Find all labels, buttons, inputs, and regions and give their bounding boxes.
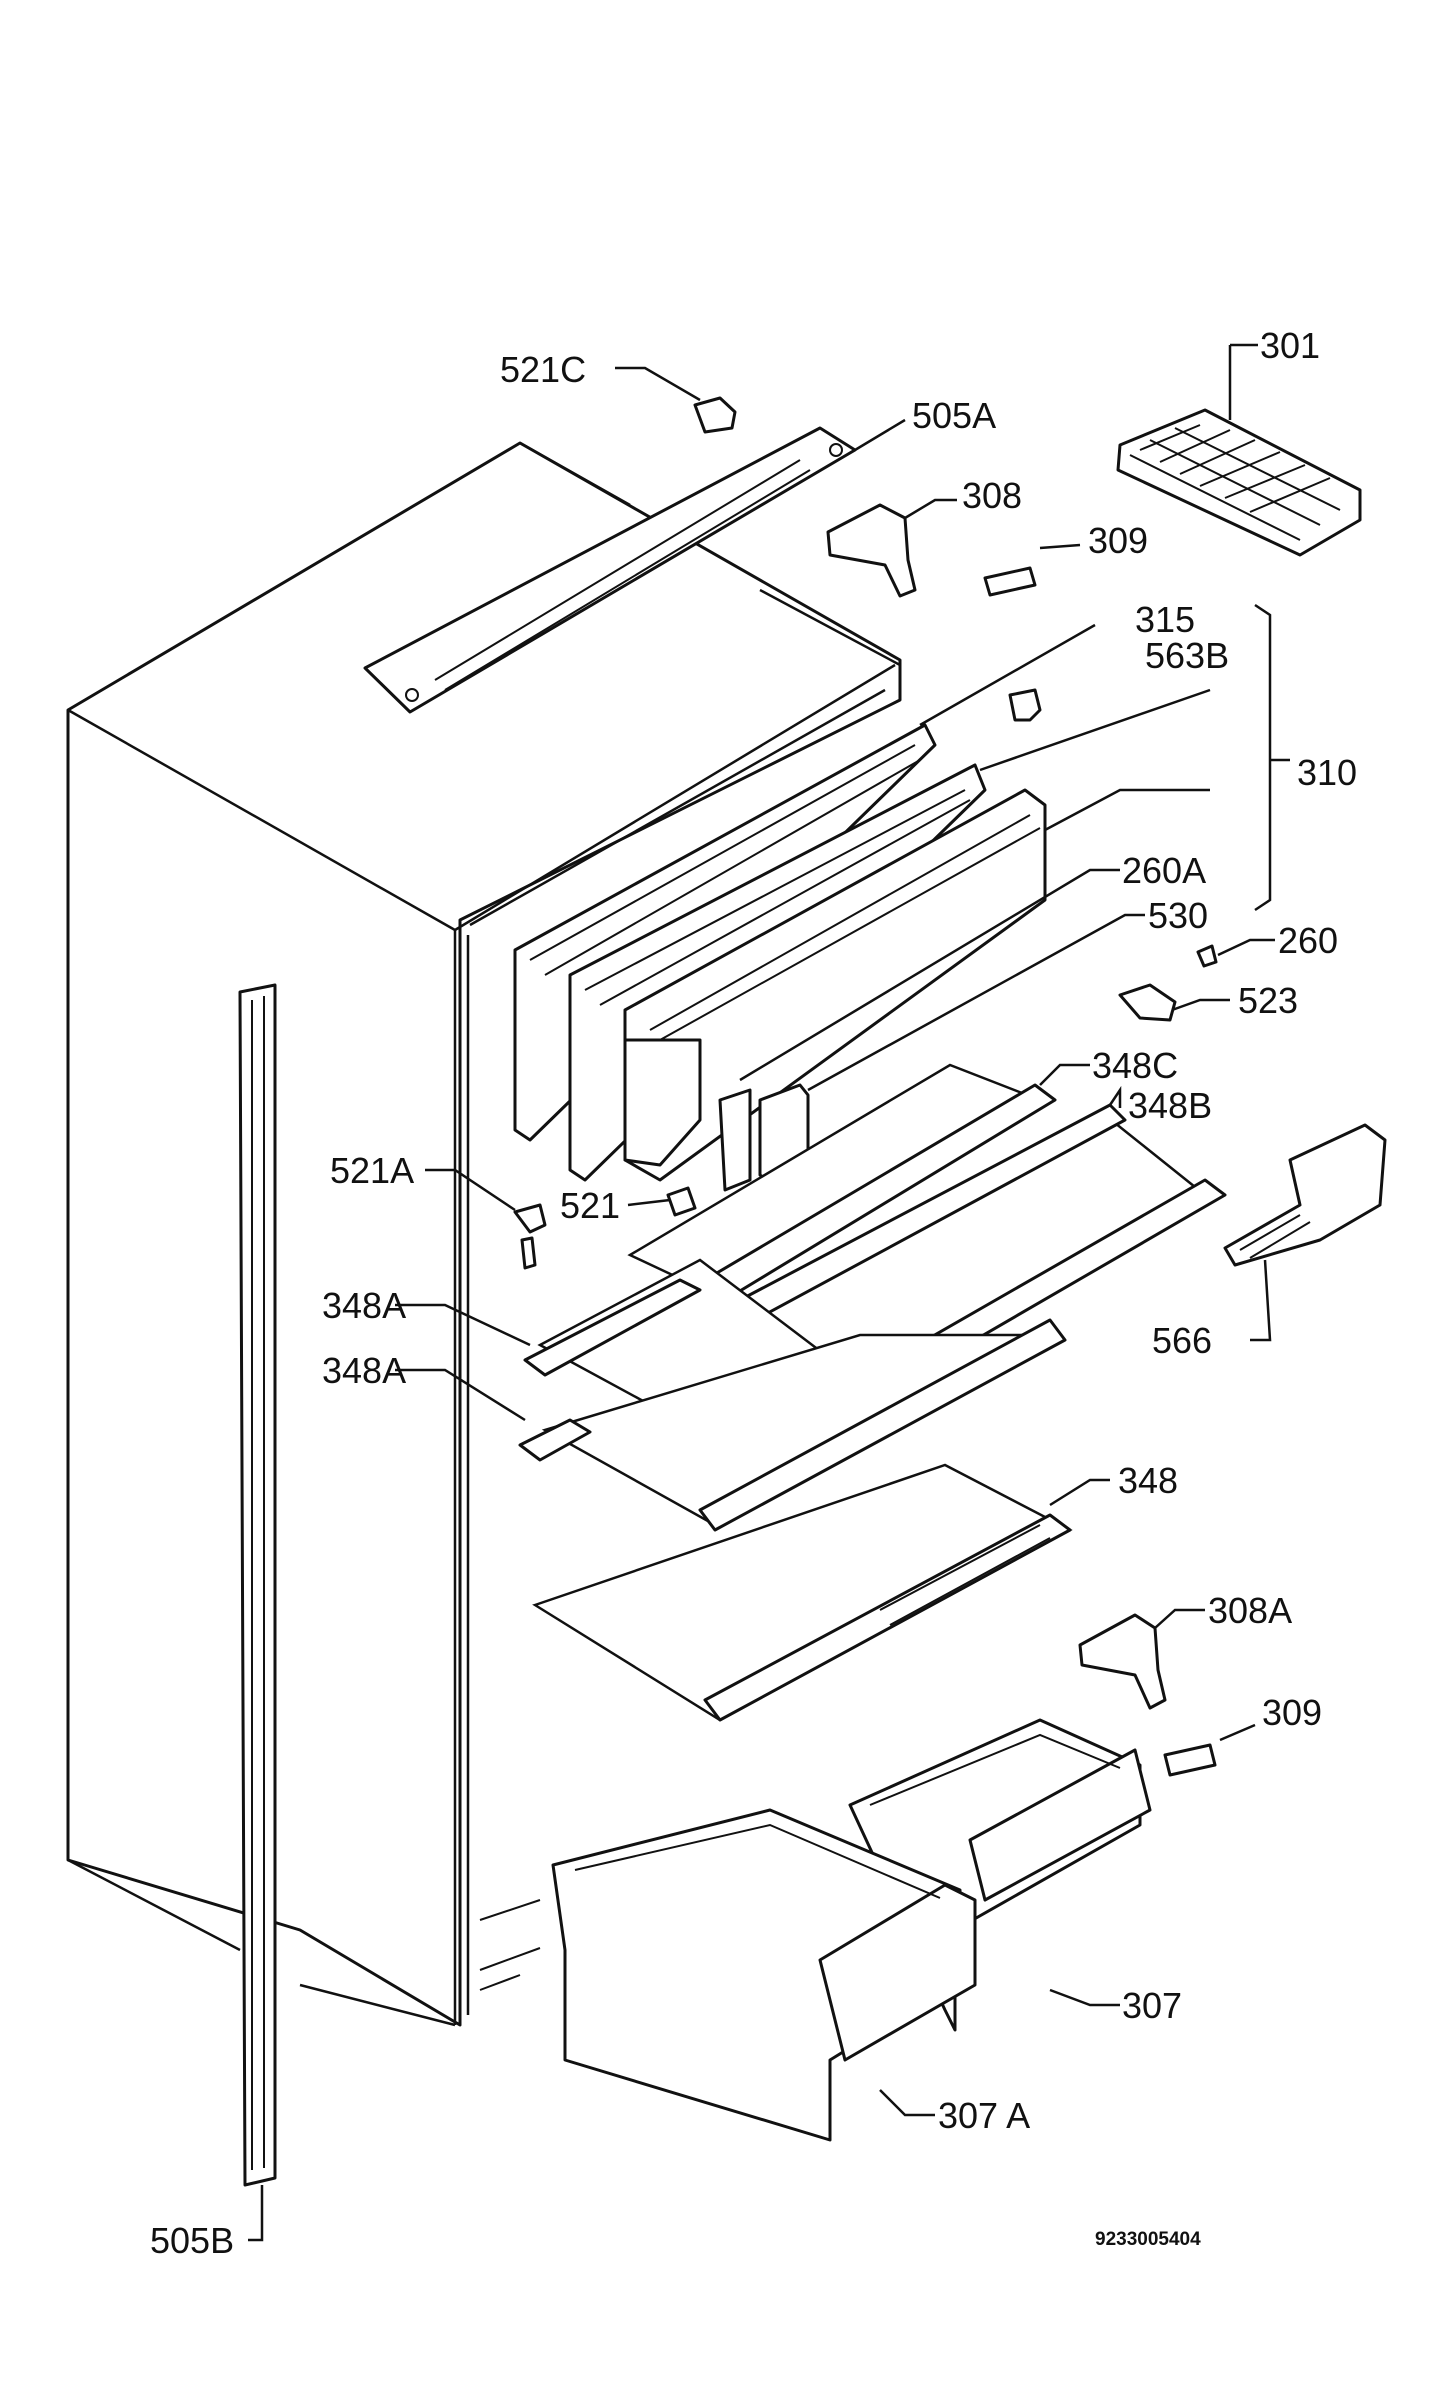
label-309-bottom bbox=[1163, 1723, 1256, 1777]
label-309-top bbox=[983, 543, 1081, 597]
cap-521c bbox=[615, 366, 737, 434]
label-505b: 505B bbox=[150, 2220, 234, 2261]
label-310: 310 bbox=[1297, 752, 1357, 793]
label-521a: 521A bbox=[330, 1150, 414, 1191]
scraper-566 bbox=[1223, 1123, 1387, 1342]
label-348: 348 bbox=[1118, 1460, 1178, 1501]
label-307: 307 bbox=[1122, 1985, 1182, 2026]
label-315: 315 bbox=[1135, 599, 1195, 640]
shelf-348a-lower bbox=[395, 1318, 1067, 1532]
lamp-523 bbox=[1118, 983, 1230, 1022]
label-348a-1: 348A bbox=[322, 1285, 406, 1326]
clip-260 bbox=[1196, 938, 1275, 968]
label-521: 521 bbox=[560, 1185, 620, 1226]
label-521c: 521C bbox=[500, 349, 586, 390]
label-505a: 505A bbox=[912, 395, 996, 436]
shelf-348 bbox=[532, 1463, 1110, 1722]
label-308a: 308A bbox=[1208, 1590, 1292, 1631]
knob-563b bbox=[1008, 688, 1042, 722]
label-563b: 563B bbox=[1145, 635, 1229, 676]
label-260a: 260A bbox=[1122, 850, 1206, 891]
bracket-308 bbox=[826, 498, 957, 598]
drawing-code: 9233005404 bbox=[1095, 2229, 1201, 2250]
label-260: 260 bbox=[1278, 920, 1338, 961]
label-348c: 348C bbox=[1092, 1045, 1178, 1086]
label-309-bottom: 309 bbox=[1262, 1692, 1322, 1733]
label-308: 308 bbox=[962, 475, 1022, 516]
label-566: 566 bbox=[1152, 1320, 1212, 1361]
label-307a: 307 A bbox=[938, 2095, 1030, 2136]
door-seal-505b bbox=[238, 983, 277, 2242]
label-530: 530 bbox=[1148, 895, 1208, 936]
label-348b: 348B bbox=[1128, 1085, 1212, 1126]
label-523: 523 bbox=[1238, 980, 1298, 1021]
clip-521a bbox=[425, 1168, 547, 1270]
label-348a-2: 348A bbox=[322, 1350, 406, 1391]
label-309-top: 309 bbox=[1088, 520, 1148, 561]
label-301: 301 bbox=[1260, 325, 1320, 366]
top-trim-505a bbox=[363, 418, 906, 714]
part-labels: 301 505A 521C 308 309 315 563B 310 260A … bbox=[150, 325, 1357, 2261]
door-panel-set-310 bbox=[513, 603, 1290, 1182]
door-bin-307a bbox=[551, 1808, 977, 2142]
bracket-308a bbox=[1078, 1608, 1205, 1710]
ice-tray-301 bbox=[1116, 343, 1362, 557]
clip-521 bbox=[627, 1186, 697, 1217]
